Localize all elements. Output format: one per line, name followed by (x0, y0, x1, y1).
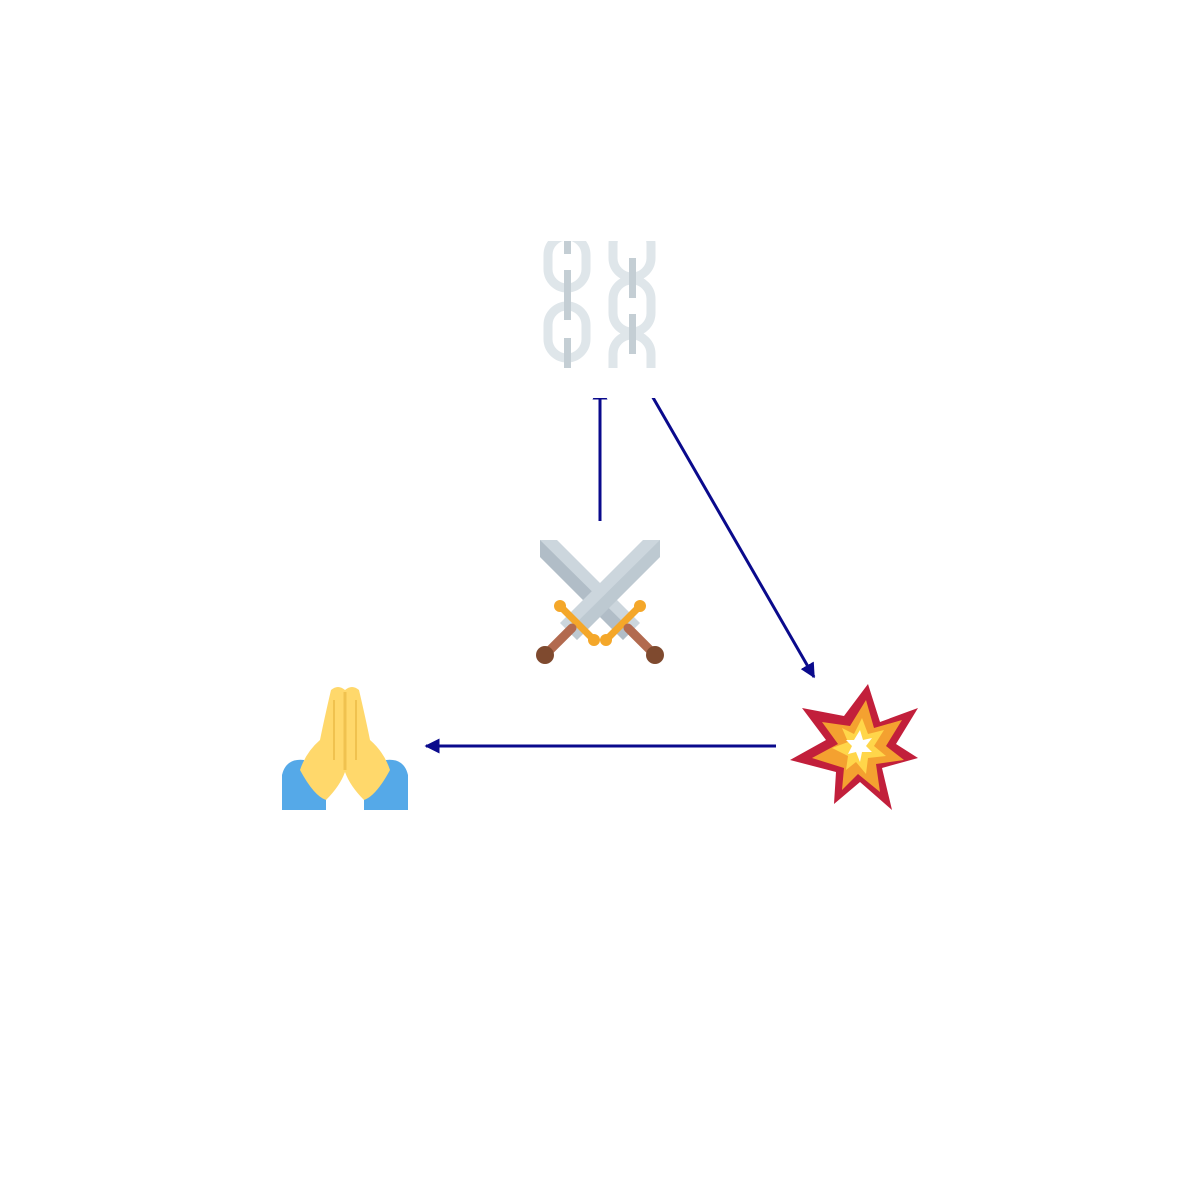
collision-icon (790, 684, 918, 810)
edge-chains-to-collision (638, 374, 816, 679)
node-chains (540, 200, 660, 398)
diagram-edges (424, 374, 816, 754)
chains-icon (540, 200, 660, 398)
crossed-swords-icon (536, 540, 664, 664)
folded-hands-icon (282, 687, 408, 810)
node-folded-hands (282, 687, 408, 810)
node-collision (790, 684, 918, 810)
node-crossed-swords (536, 540, 664, 664)
